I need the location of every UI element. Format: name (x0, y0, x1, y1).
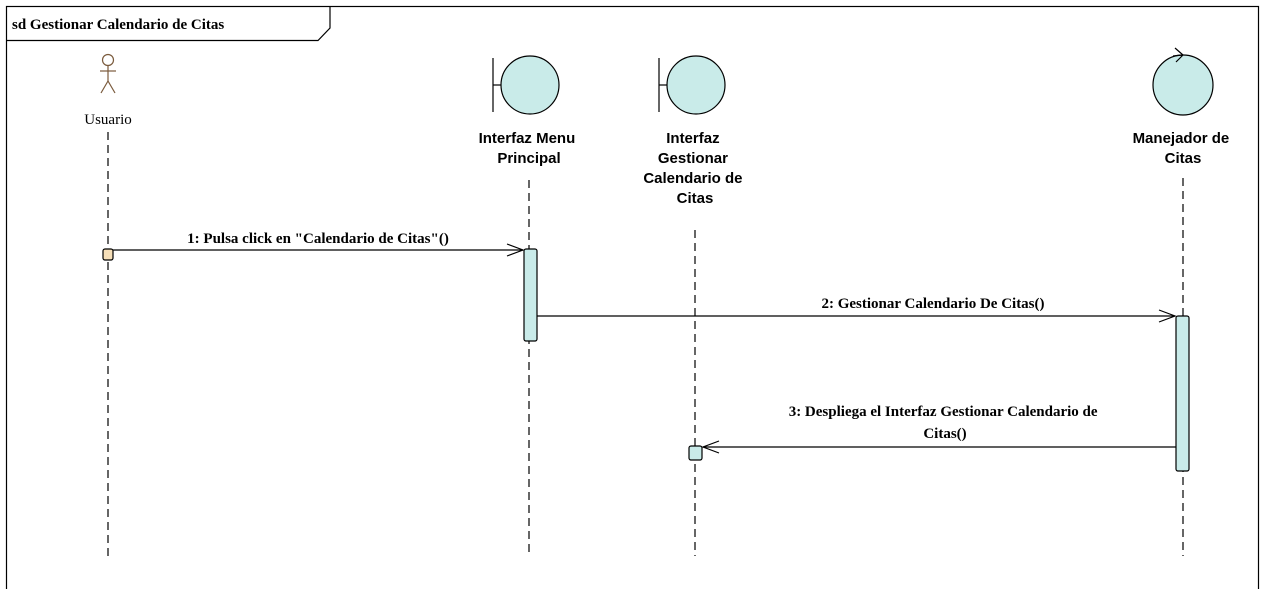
lifeline-label: Interfaz Gestionar Calendario de Citas (643, 130, 746, 207)
control-icon (1152, 47, 1214, 116)
arrow-head (701, 440, 720, 454)
lifeline-interfaz-gestionar-calendario: Interfaz Gestionar Calendario de Citas (643, 55, 746, 556)
message-label: 2: Gestionar Calendario De Citas() (821, 296, 1044, 312)
frame-tab (6, 6, 331, 42)
lifeline-label: Usuario (84, 112, 132, 128)
activation-bar (688, 445, 703, 461)
message-2: 2: Gestionar Calendario De Citas() (537, 296, 1177, 323)
diagram-frame (5, 5, 1260, 589)
message-3: 3: Despliega el Interfaz Gestionar Calen… (701, 404, 1176, 454)
activation-bar (523, 248, 538, 342)
message-label: 1: Pulsa click en "Calendario de Citas"(… (187, 231, 449, 247)
lifeline-manejador-de-citas: Manejador de Citas (1133, 47, 1234, 556)
lifeline-usuario: Usuario (84, 53, 132, 556)
message-label: 3: Despliega el Interfaz Gestionar Calen… (789, 404, 1102, 442)
actor-icon (100, 53, 116, 94)
boundary-icon (658, 55, 726, 115)
message-1: 1: Pulsa click en "Calendario de Citas"(… (113, 231, 525, 257)
arrow-head (506, 243, 525, 257)
arrow-head (1158, 309, 1177, 323)
frame-title: sd Gestionar Calendario de Citas (12, 17, 224, 33)
lifeline-label: Manejador de Citas (1133, 130, 1234, 167)
lifeline-interfaz-menu-principal: Interfaz Menu Principal (479, 55, 580, 556)
boundary-icon (492, 55, 560, 115)
activation-bar (1175, 315, 1190, 472)
actor-activation (102, 248, 114, 261)
lifeline-label: Interfaz Menu Principal (479, 130, 580, 167)
